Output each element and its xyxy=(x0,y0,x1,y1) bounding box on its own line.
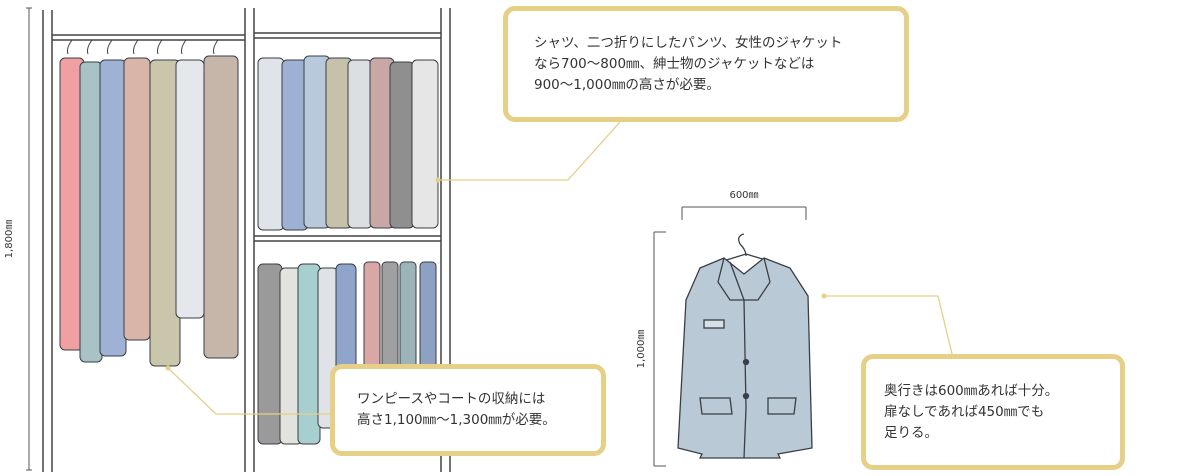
callout-top-line1: シャツ、二つ折りにしたパンツ、女性のジャケット xyxy=(534,34,843,51)
height-dimension-coat: 1,000㎜ xyxy=(636,231,666,467)
height-label-coat: 1,000㎜ xyxy=(636,330,647,369)
width-dimension: 600㎜ xyxy=(681,190,807,220)
callout-top-line3: 900〜1,000㎜の高さが必要。 xyxy=(534,76,720,93)
long-garments xyxy=(59,39,239,367)
width-label: 600㎜ xyxy=(729,190,758,201)
callout-bottom-line1: ワンピースやコートの収納には xyxy=(357,391,546,407)
height-label-total: 1,800㎜ xyxy=(4,220,15,259)
callout-top-line2: なら700〜800㎜、紳士物のジャケットなどは xyxy=(534,55,815,72)
height-dimension-total: 1,800㎜ xyxy=(4,7,32,471)
callout-depth: 奥行きは600㎜あれば十分。 扉なしであれば450㎜でも 足りる。 xyxy=(861,354,1125,470)
callout-right-line2: 扉なしであれば450㎜でも xyxy=(884,403,1045,420)
callout-long-garments: ワンピースやコートの収納には 高さ1,100㎜〜1,300㎜が必要。 xyxy=(330,364,606,456)
callout-right-line1: 奥行きは600㎜あれば十分。 xyxy=(884,382,1059,399)
callout-right-line3: 足りる。 xyxy=(884,424,938,441)
coat-on-hanger xyxy=(677,233,813,459)
callout-short-garments: シャツ、二つ折りにしたパンツ、女性のジャケット なら700〜800㎜、紳士物のジ… xyxy=(503,6,909,122)
leader-lines xyxy=(167,121,953,415)
leader-dots xyxy=(165,177,827,371)
closet-frame xyxy=(42,8,451,472)
short-garments-upper xyxy=(257,55,439,231)
callout-bottom-line2: 高さ1,100㎜〜1,300㎜が必要。 xyxy=(357,412,556,428)
